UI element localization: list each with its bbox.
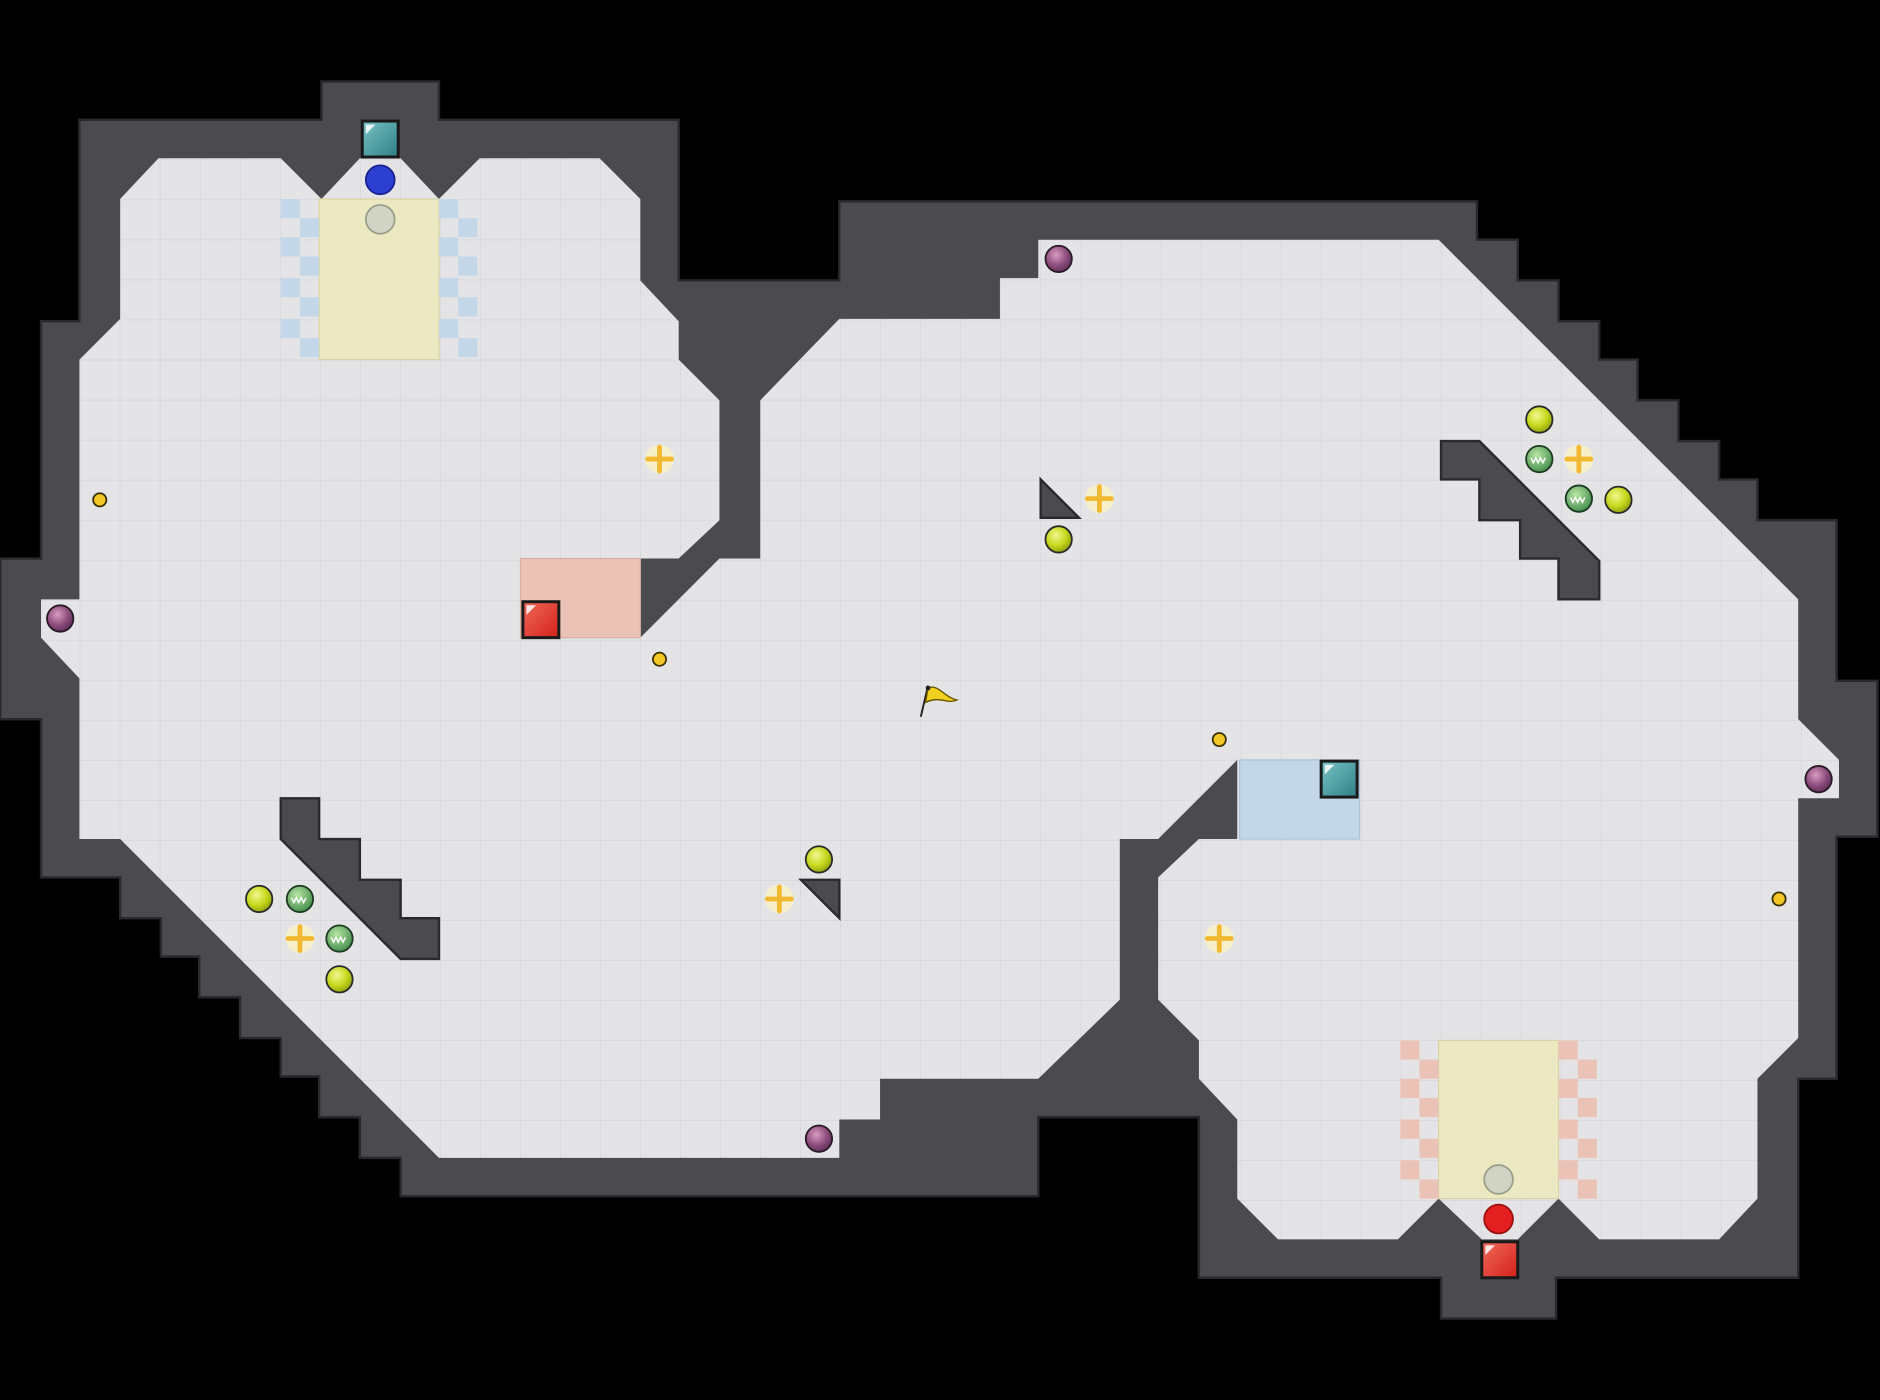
spike-icon — [1564, 484, 1593, 513]
powerup-orb — [1525, 405, 1554, 434]
wall-diagonal-right — [1439, 439, 1601, 601]
wall-diagonal-left — [279, 797, 441, 961]
button-icon — [92, 492, 108, 508]
teal-gate-tile-mid — [1319, 759, 1359, 799]
powerup-orb — [1044, 525, 1073, 554]
bomb-icon — [1044, 244, 1073, 273]
boost-icon — [1564, 444, 1594, 474]
inner-walls — [279, 439, 1601, 961]
powerup-orb — [245, 884, 274, 914]
button-icon — [652, 651, 668, 667]
bombs — [46, 244, 1833, 1153]
bomb-icon — [804, 1124, 834, 1153]
gate-buttons — [92, 492, 1787, 907]
bomb-icon — [46, 604, 75, 633]
bomb-icon — [1804, 765, 1833, 794]
spike-icon — [325, 924, 354, 953]
boost-icon — [285, 924, 315, 953]
blue-flag-stand — [364, 204, 396, 235]
boost-icon — [645, 444, 674, 474]
powerup-orbs — [245, 405, 1633, 994]
button-icon — [1211, 732, 1227, 748]
powerup-orb — [325, 965, 354, 994]
yellow-flag-icon — [919, 685, 959, 717]
button-icon — [1771, 891, 1787, 907]
boost-pads — [285, 444, 1594, 953]
powerup-orb — [804, 845, 834, 874]
red-flag-stand — [1483, 1164, 1514, 1195]
spike-icon — [285, 884, 315, 914]
red-flag-marker — [1483, 1203, 1514, 1235]
spike-mines — [285, 444, 1593, 953]
powerup-orb — [1604, 485, 1633, 514]
wall-wedge-lower — [798, 878, 841, 922]
boost-icon — [1204, 924, 1234, 953]
wall-wedge-center — [1039, 476, 1082, 520]
blue-flag-marker — [364, 164, 396, 196]
boost-icon — [764, 884, 794, 914]
spike-icon — [1525, 444, 1554, 474]
boost-icon — [1085, 484, 1114, 514]
